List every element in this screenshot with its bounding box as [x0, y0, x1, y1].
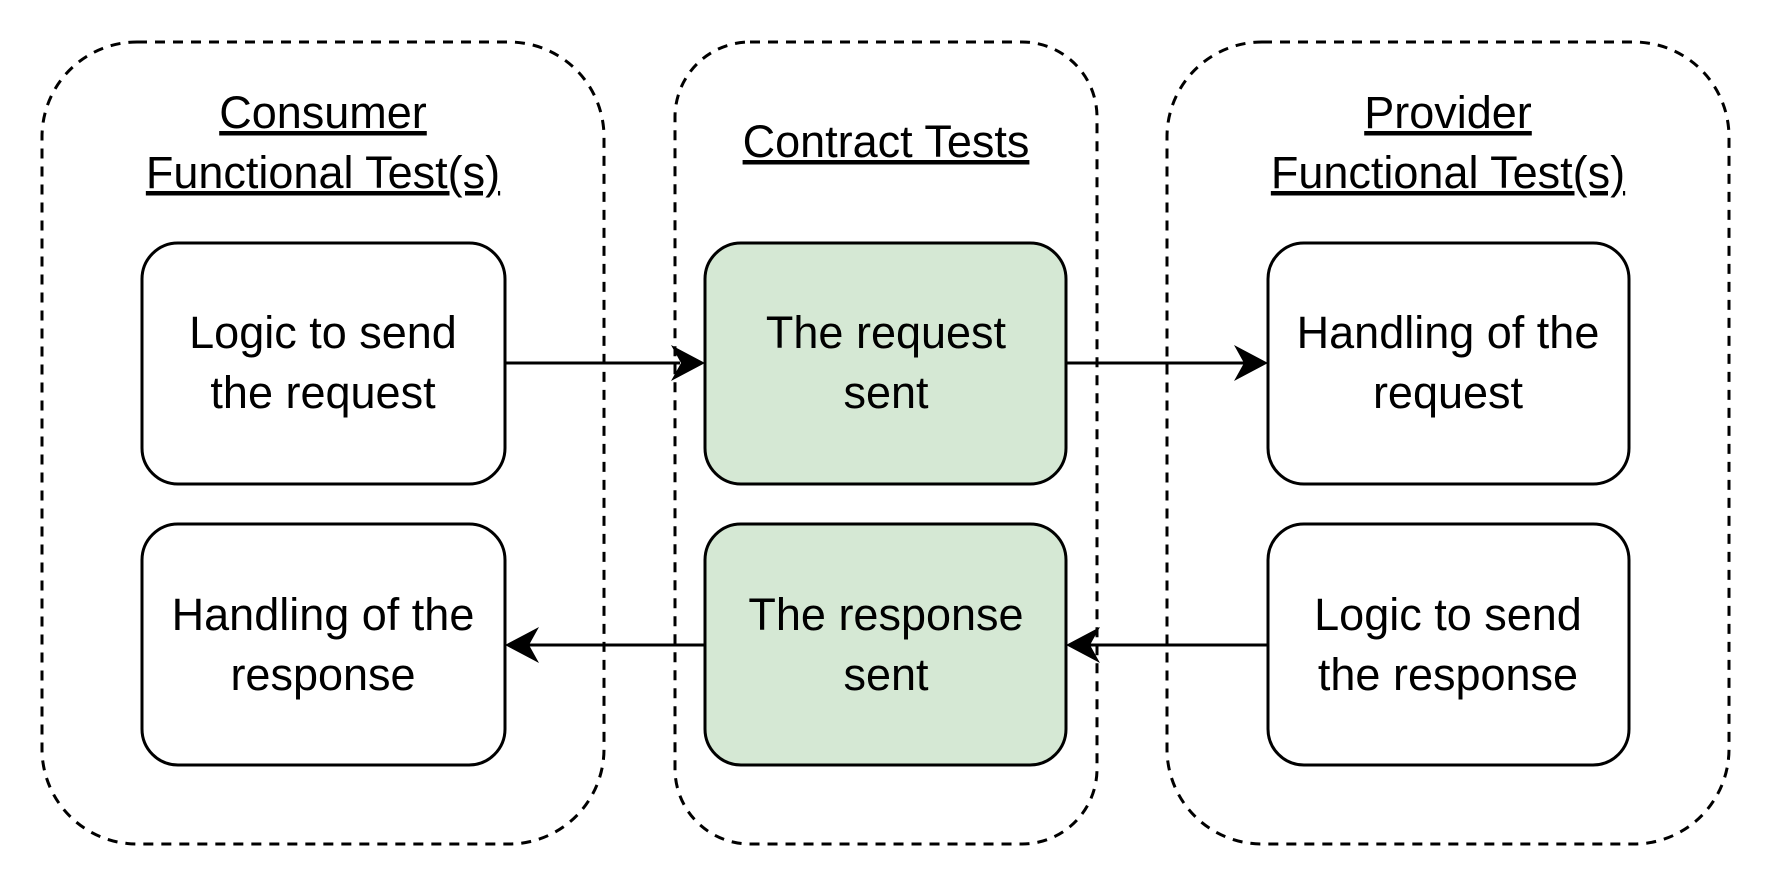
box-consumer-handle-response-line1: Handling of the	[172, 589, 475, 640]
provider-group-title: Provider	[1364, 87, 1532, 138]
box-consumer-send-request-line1: Logic to send	[189, 307, 457, 358]
box-contract-response-sent: The response sent	[703, 522, 1068, 767]
connectors	[505, 345, 1268, 663]
box-provider-send-response-line2: the response	[1318, 649, 1578, 700]
box-consumer-handle-response-shape	[140, 522, 507, 767]
provider-group: Provider Functional Test(s)	[1165, 40, 1731, 846]
box-contract-request-sent-shape	[703, 241, 1068, 486]
request-arrowhead-2	[1234, 345, 1268, 381]
contract-group: Contract Tests	[673, 40, 1099, 846]
box-contract-request-sent-line1: The request	[766, 307, 1007, 358]
consumer-group: Consumer Functional Test(s)	[40, 40, 606, 846]
box-contract-request-sent-line2: sent	[843, 367, 929, 418]
request-arrowhead-1	[671, 345, 705, 381]
box-consumer-send-request: Logic to send the request	[140, 241, 507, 486]
box-contract-response-sent-line2: sent	[843, 649, 929, 700]
box-provider-send-response-line1: Logic to send	[1314, 589, 1582, 640]
box-consumer-send-request-line2: the request	[210, 367, 436, 418]
box-consumer-handle-response-line2: response	[230, 649, 415, 700]
response-arrowhead-2	[505, 627, 539, 663]
box-provider-send-response-shape	[1266, 522, 1631, 767]
contract-group-title: Contract Tests	[743, 116, 1030, 167]
box-provider-handle-request: Handling of the request	[1266, 241, 1631, 486]
consumer-group-border	[40, 40, 606, 846]
box-consumer-send-request-shape	[140, 241, 507, 486]
box-contract-request-sent: The request sent	[703, 241, 1068, 486]
consumer-group-title: Consumer	[219, 87, 427, 138]
box-provider-send-response: Logic to send the response	[1266, 522, 1631, 767]
box-provider-handle-request-line2: request	[1373, 367, 1524, 418]
box-contract-response-sent-shape	[703, 522, 1068, 767]
provider-group-title-line2: Functional Test(s)	[1271, 147, 1625, 198]
box-provider-handle-request-line1: Handling of the	[1297, 307, 1600, 358]
box-provider-handle-request-shape	[1266, 241, 1631, 486]
box-contract-response-sent-line1: The response	[748, 589, 1023, 640]
box-consumer-handle-response: Handling of the response	[140, 522, 507, 767]
response-arrowhead-1	[1066, 627, 1100, 663]
contract-group-border	[673, 40, 1099, 846]
consumer-group-title-line2: Functional Test(s)	[146, 147, 500, 198]
provider-group-border	[1165, 40, 1731, 846]
